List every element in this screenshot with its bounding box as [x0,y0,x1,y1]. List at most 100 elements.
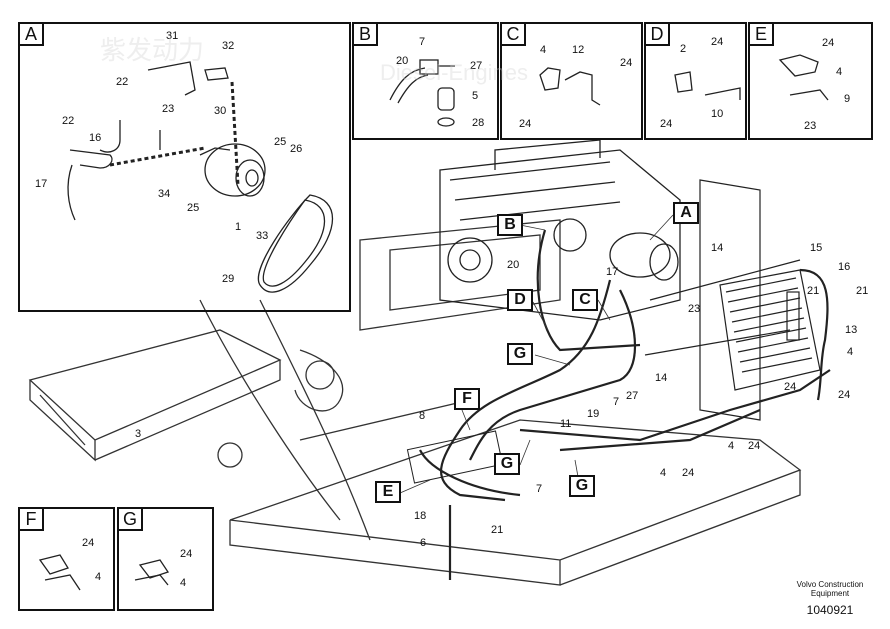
inset-d-tag: D [644,22,670,46]
part-number: 28 [472,117,485,129]
machine-frame [28,219,802,586]
inset-c-frame [500,22,643,140]
inset-b-frame [352,22,499,140]
inset-f-tag: F [18,507,44,531]
part-number: 27 [626,390,639,402]
part-number: 24 [711,36,724,48]
part-number: 4 [728,440,735,452]
part-number: 19 [587,408,600,420]
drawing-code: 1040921 [806,603,854,617]
part-number: 17 [606,266,619,278]
part-number: 7 [613,396,620,408]
inset-f-frame [18,507,115,611]
inset-c-tag: C [500,22,526,46]
part-number: 20 [507,259,520,271]
inset-a-frame [18,22,351,312]
part-number: 31 [166,30,179,42]
part-number: 24 [82,537,95,549]
brand-line-2: Equipment [810,589,850,598]
inset-b-tag: B [352,22,378,46]
part-number: 7 [536,483,543,495]
callout-g: G [569,475,595,497]
part-number: 24 [620,57,633,69]
part-number: 15 [810,242,823,254]
part-number: 14 [655,372,668,384]
watermark-text: 紫发动力 [100,35,205,65]
inset-e-frame [748,22,873,140]
part-number: 5 [472,90,479,102]
part-number: 8 [419,410,426,422]
hose-sleeve [406,430,504,484]
part-number: 20 [396,55,409,67]
callout-b: B [497,214,523,236]
part-number: 29 [222,273,235,285]
part-number: 4 [836,66,843,78]
inset-e-tag: E [748,22,774,46]
part-number: 27 [470,60,483,72]
part-number: 24 [660,118,673,130]
part-number: 1 [235,221,242,233]
part-number: 9 [844,93,851,105]
part-number: 23 [162,103,175,115]
callout-a: A [673,202,699,224]
part-number: 7 [419,36,426,48]
part-number: 16 [838,261,851,273]
callout-d: D [507,289,533,311]
part-number: 23 [688,303,701,315]
part-number: 11 [560,418,572,430]
inset-d-drawing [674,71,741,100]
part-number: 6 [420,537,427,549]
part-number: 26 [290,143,303,155]
footer: Volvo Construction Equipment 1040921 [790,580,870,618]
inset-b-drawing [389,59,455,127]
part-number: 14 [711,242,724,254]
part-number: 13 [845,324,858,336]
part-number: 25 [274,136,287,148]
callout-c: C [572,289,598,311]
callout-f: F [454,388,480,410]
watermark-text: Diesel-Engines [380,60,528,85]
inset-a-tag: A [18,22,44,46]
part-number: 24 [180,548,193,560]
part-number: 24 [519,118,532,130]
inset-e-drawing [778,54,829,101]
part-number: 21 [856,285,869,297]
part-number: 24 [838,389,851,401]
part-number: 3 [135,428,142,440]
part-number: 21 [807,285,820,297]
engine-block [439,139,681,321]
part-number: 4 [660,467,667,479]
part-number: 22 [116,76,129,88]
part-number: 12 [572,44,585,56]
part-number: 4 [180,577,187,589]
inset-d-frame [644,22,747,140]
inset-c-drawing [539,67,601,106]
part-number: 21 [491,524,504,536]
inset-g-frame [117,507,214,611]
part-number: 24 [748,440,761,452]
part-number: 24 [822,37,835,49]
inset-fg-drawings [38,554,170,591]
callout-e: E [375,481,401,503]
part-number: 4 [847,346,854,358]
part-number: 2 [680,43,687,55]
part-number: 24 [784,381,797,393]
callout-g: G [507,343,533,365]
main-compressor [609,232,679,281]
part-number: 33 [256,230,269,242]
part-number: 23 [804,120,817,132]
part-number: 4 [540,44,547,56]
part-number: 30 [214,105,227,117]
part-number: 34 [158,188,171,200]
inset-g-tag: G [117,507,143,531]
part-number: 32 [222,40,235,52]
inset-a-drawing [67,61,333,293]
part-number: 18 [414,510,427,522]
part-number: 17 [35,178,48,190]
brand-line-1: Volvo Construction [796,580,864,589]
callout-g: G [494,453,520,475]
part-number: 25 [187,202,200,214]
part-number: 16 [89,132,102,144]
